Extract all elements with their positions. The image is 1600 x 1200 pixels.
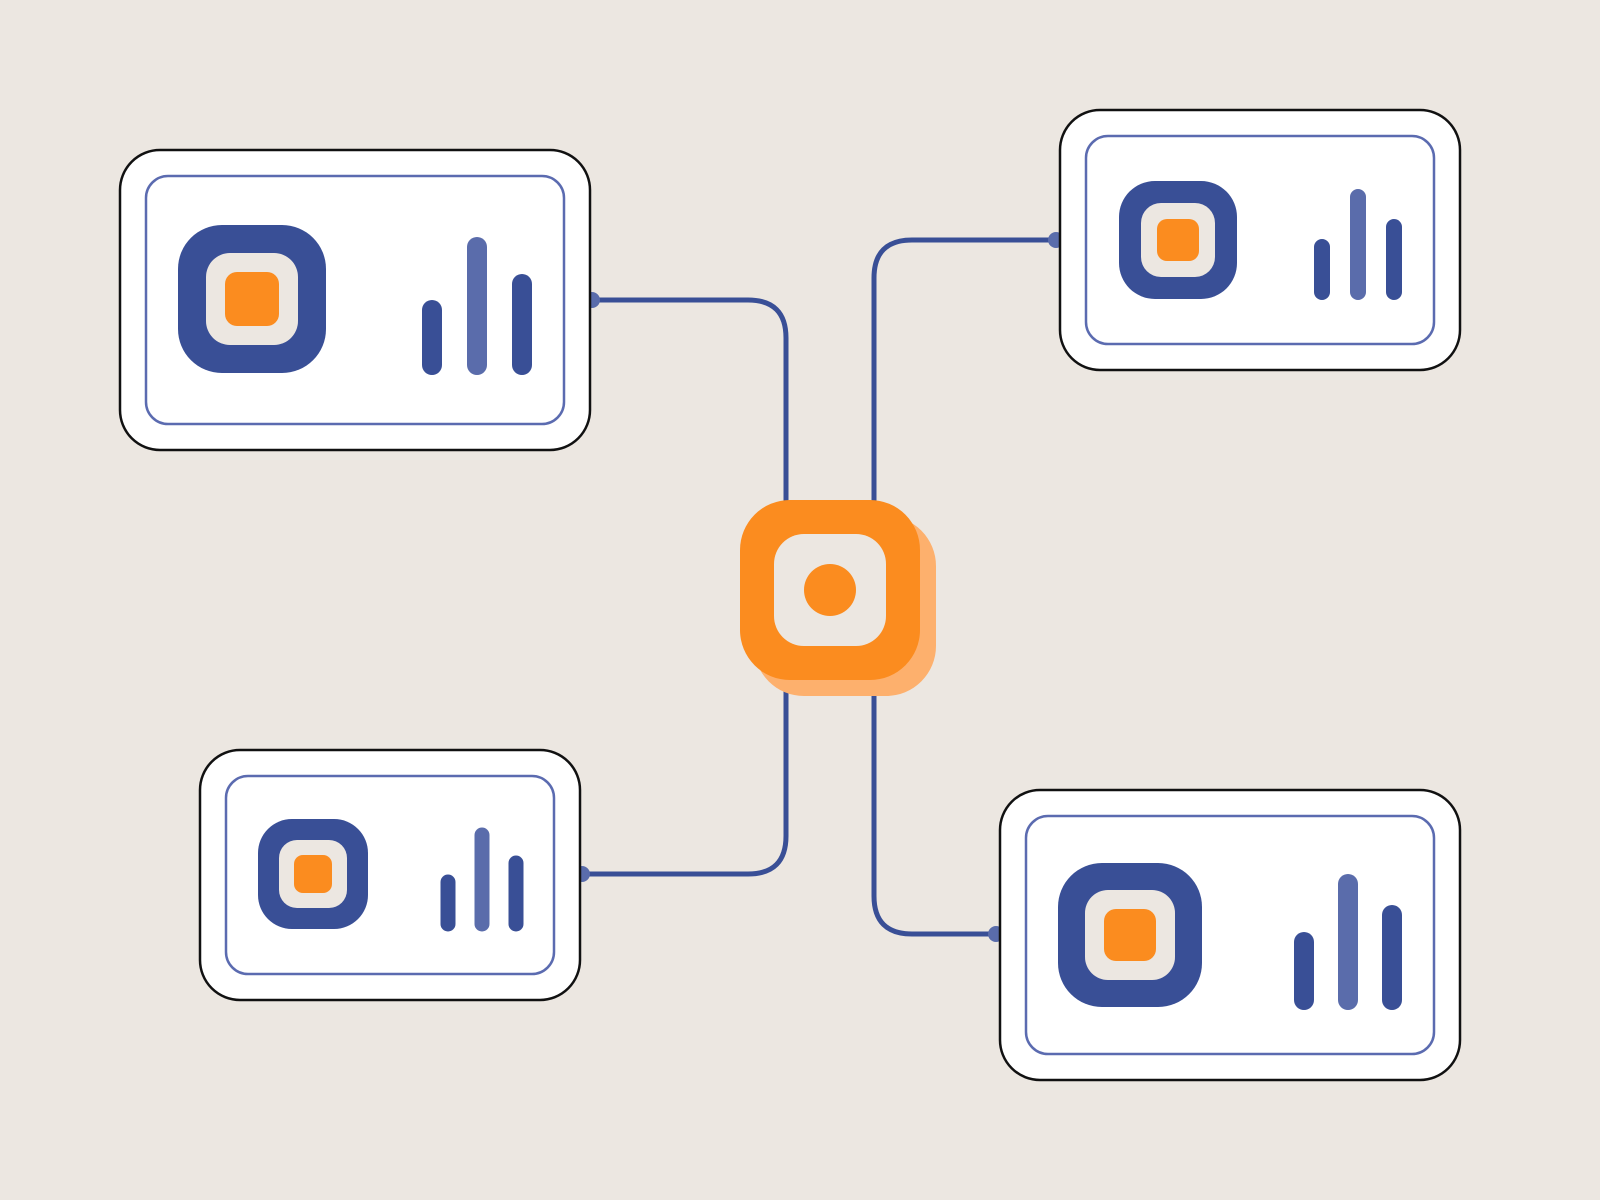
target-dot-icon — [804, 564, 856, 616]
node-card-top-left[interactable] — [118, 148, 592, 452]
bar-levels-icon — [1294, 874, 1402, 1010]
hub-node[interactable] — [740, 500, 936, 696]
node-card-bottom-right[interactable] — [998, 788, 1462, 1082]
bar-levels-icon — [440, 827, 524, 932]
connector-top-left — [589, 297, 789, 503]
module-square-icon — [1058, 863, 1202, 1007]
module-square-icon — [1119, 181, 1237, 299]
connector-top-right — [871, 237, 1059, 503]
bar-levels-icon — [1314, 189, 1402, 300]
connectors — [579, 237, 1059, 937]
connector-bottom-left — [579, 687, 789, 877]
node-card-top-right[interactable] — [1058, 108, 1462, 372]
module-square-icon — [258, 819, 368, 929]
connector-bottom-right — [871, 687, 999, 937]
node-card-bottom-left[interactable] — [198, 748, 582, 1002]
module-square-icon — [178, 225, 326, 373]
bar-levels-icon — [422, 237, 532, 375]
